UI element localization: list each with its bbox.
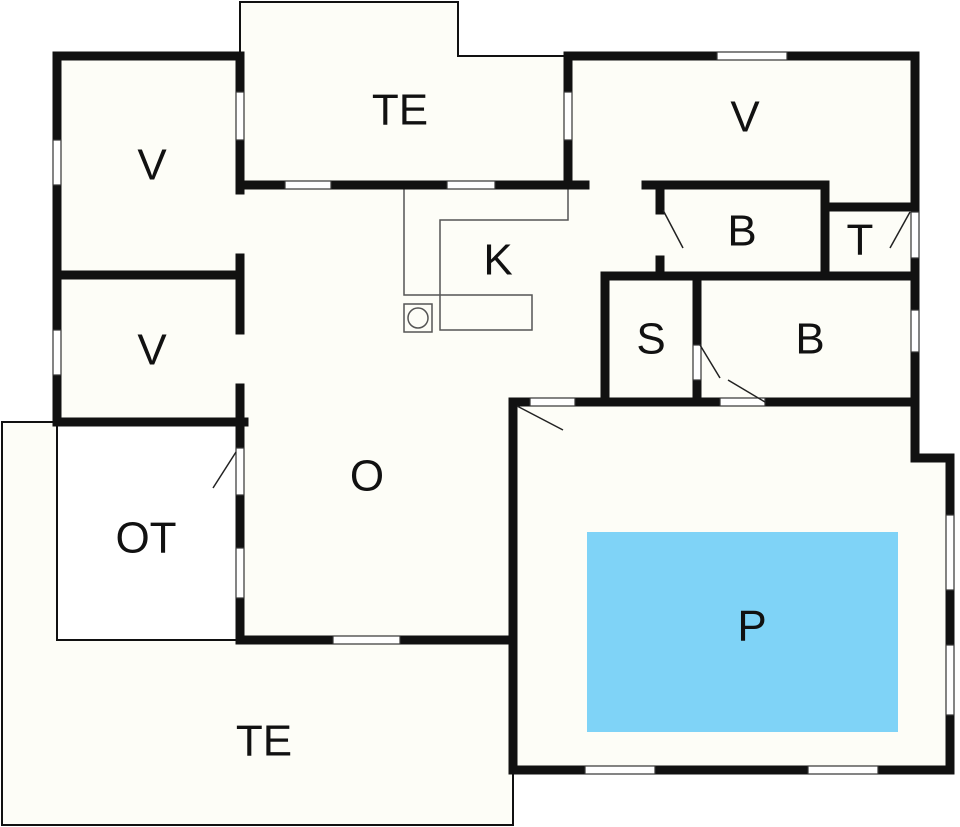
room-label-bedroom-left-top: V — [137, 141, 167, 190]
windows — [52, 51, 955, 775]
room-label-bath-top: B — [727, 207, 756, 256]
room-label-kitchen: K — [483, 236, 512, 285]
room-label-bath-mid: B — [795, 315, 824, 364]
pool-basin — [587, 532, 898, 732]
room-label-living: O — [350, 452, 384, 501]
room-label-bedroom-right-top: V — [730, 93, 760, 142]
room-label-terrace-top: TE — [372, 86, 428, 135]
room-label-sauna: S — [636, 315, 665, 364]
room-label-bedroom-left-mid: V — [137, 326, 167, 375]
door-swings — [212, 209, 911, 489]
room-label-pool: P — [737, 602, 766, 651]
room-labels: TE V V V K B T S B O OT P TE — [115, 86, 873, 766]
room-label-utility: OT — [115, 514, 176, 563]
room-label-toilet: T — [847, 216, 874, 265]
kitchen-counters — [403, 188, 569, 333]
room-label-terrace-bottom: TE — [236, 717, 292, 766]
